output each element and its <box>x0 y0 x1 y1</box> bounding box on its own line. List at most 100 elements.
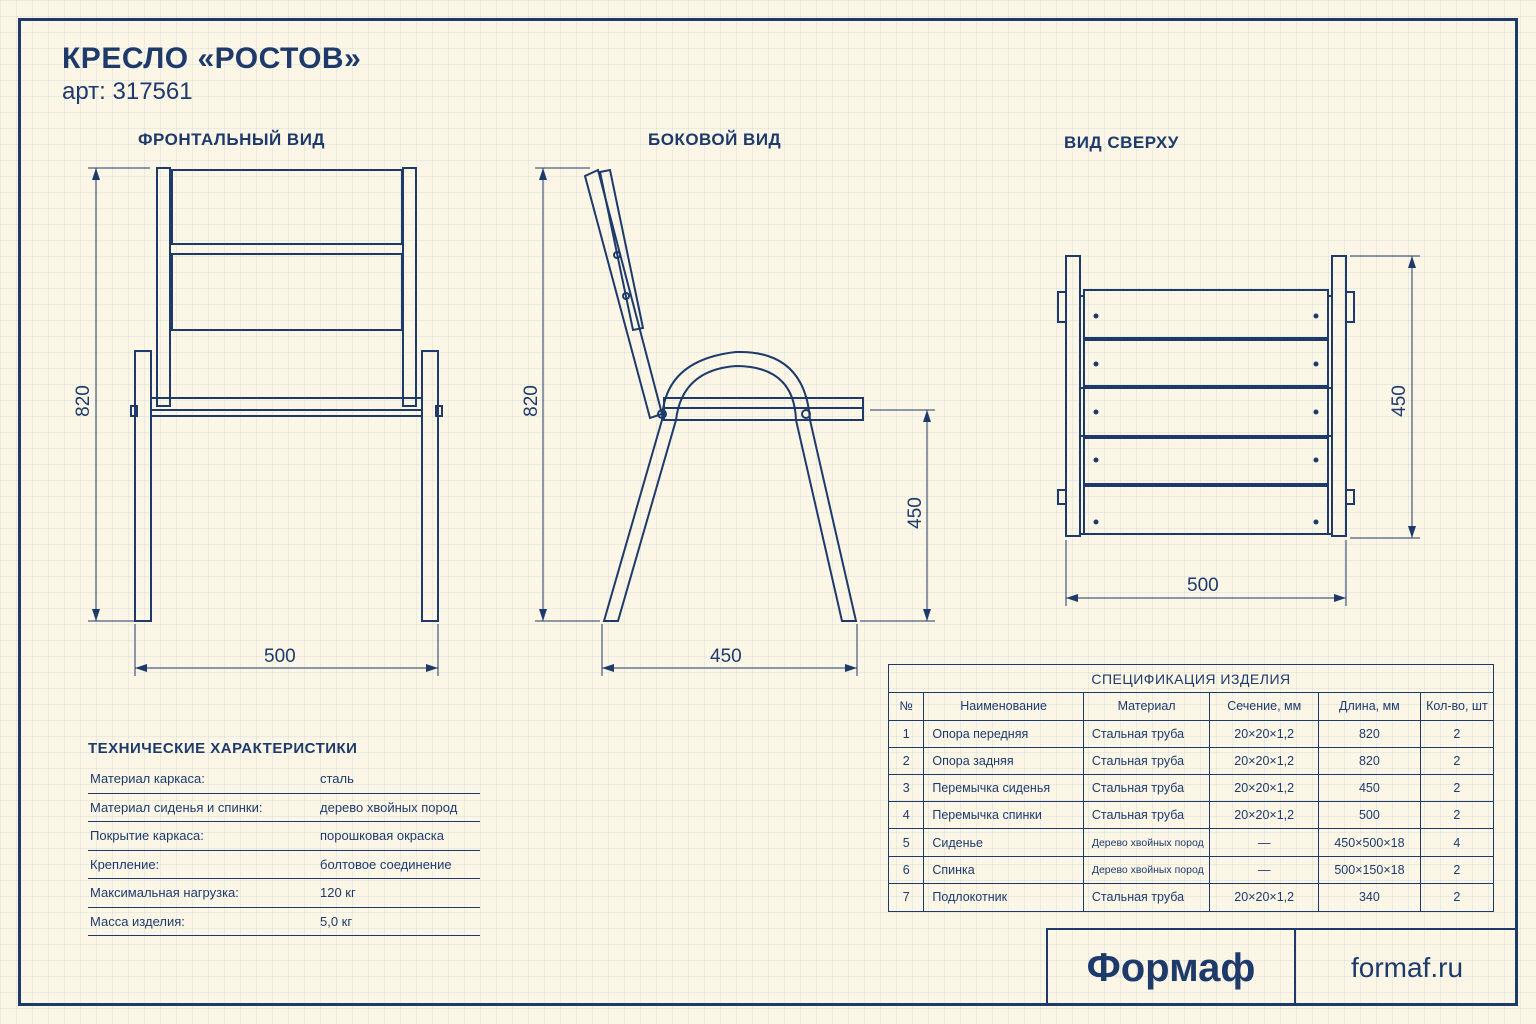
spec-cell: 2 <box>1419 746 1493 776</box>
front-back-slat-bottom <box>171 253 403 331</box>
spec-cell: 20×20×1,2 <box>1209 774 1320 803</box>
tech-value: болтовое соединение <box>320 856 452 872</box>
tech-row: Крепление: болтовое соединение <box>88 851 480 879</box>
spec-cell: 2 <box>1419 855 1493 884</box>
spec-table-box: СПЕЦИФИКАЦИЯ ИЗДЕЛИЯ № Наименование Мате… <box>888 664 1494 912</box>
brand-url[interactable]: formaf.ru <box>1350 952 1464 983</box>
spec-cell: 2 <box>889 746 925 776</box>
spec-cell: Подлокотник <box>923 882 1084 911</box>
top-armrest-right <box>1331 255 1347 537</box>
spec-cell: 20×20×1,2 <box>1209 746 1320 776</box>
spec-cell: 500 <box>1318 801 1421 830</box>
top-width-dim: 500 <box>1187 575 1219 596</box>
tech-row: Покрытие каркаса: порошковая окраска <box>88 822 480 851</box>
article-number: арт: 317561 <box>62 78 193 105</box>
top-armrest-left <box>1065 255 1081 537</box>
brand-logo: Формаф <box>1048 930 1296 1006</box>
spec-cell: Сиденье <box>923 828 1084 857</box>
tech-row: Материал сиденья и спинки: дерево хвойны… <box>88 794 480 822</box>
top-slat-3 <box>1083 387 1329 437</box>
spec-cell: 500×150×18 <box>1318 855 1421 884</box>
tech-value: сталь <box>320 771 354 787</box>
side-back-board <box>598 168 645 332</box>
spec-title: СПЕЦИФИКАЦИЯ ИЗДЕЛИЯ <box>889 665 1493 693</box>
spec-cell: 450×500×18 <box>1318 828 1421 857</box>
tech-key: Масса изделия: <box>90 913 185 929</box>
spec-cell: 5 <box>889 828 925 857</box>
tech-key: Покрытие каркаса: <box>90 828 204 844</box>
spec-cell: 2 <box>1419 774 1493 803</box>
tech-specs-title: ТЕХНИЧЕСКИЕ ХАРАКТЕРИСТИКИ <box>88 740 358 757</box>
spec-cell: 340 <box>1318 882 1421 911</box>
side-seat-height-dim: 450 <box>905 497 926 529</box>
front-width-dim: 500 <box>264 646 296 667</box>
spec-row: 3 Перемычка сиденья Стальная труба 20×20… <box>889 774 1493 803</box>
side-height-dim: 820 <box>521 385 542 417</box>
side-view-drawing <box>535 167 935 676</box>
tech-row: Максимальная нагрузка: 120 кг <box>88 879 480 908</box>
spec-row: 1 Опора передняя Стальная труба 20×20×1,… <box>889 719 1493 748</box>
spec-header-cell: Наименование <box>923 693 1084 721</box>
spec-cell: 2 <box>1419 801 1493 830</box>
spec-cell: Дерево хвойных пород <box>1082 828 1211 857</box>
spec-cell: 2 <box>1419 882 1493 911</box>
front-seat-board <box>150 397 423 411</box>
spec-cell: Опора передняя <box>923 719 1084 748</box>
top-slat-2 <box>1083 339 1329 387</box>
front-back-post-left <box>156 167 171 407</box>
top-slat-5 <box>1083 485 1329 535</box>
top-view-drawing <box>1057 255 1420 606</box>
spec-cell: Спинка <box>923 855 1084 884</box>
tech-key: Крепление: <box>90 856 160 872</box>
front-view-drawing <box>88 167 443 676</box>
spec-cell: Перемычка сиденья <box>923 774 1084 803</box>
spec-header-cell: № <box>889 693 925 721</box>
spec-cell: 6 <box>889 855 925 884</box>
spec-cell: 820 <box>1318 746 1421 776</box>
page-title: КРЕСЛО «РОСТОВ» <box>62 42 362 75</box>
front-back-post-right <box>402 167 417 407</box>
front-view-label: ФРОНТАЛЬНЫЙ ВИД <box>138 130 326 149</box>
spec-cell: Перемычка спинки <box>923 801 1084 830</box>
front-height-dim: 820 <box>73 385 94 417</box>
spec-row: 6 Спинка Дерево хвойных пород — 500×150×… <box>889 855 1493 884</box>
tech-key: Материал каркаса: <box>90 771 205 787</box>
top-view-label: ВИД СВЕРХУ <box>1064 133 1179 152</box>
title-block: Формаф formaf.ru <box>1046 928 1518 1006</box>
spec-cell: 4 <box>889 801 925 830</box>
spec-cell: 3 <box>889 774 925 803</box>
spec-header-cell: Длина, мм <box>1318 693 1421 721</box>
spec-cell: 450 <box>1318 774 1421 803</box>
side-seat-board <box>663 397 864 409</box>
spec-table: № Наименование Материал Сечение, мм Длин… <box>889 693 1493 911</box>
spec-cell: 1 <box>889 719 925 748</box>
tech-key: Максимальная нагрузка: <box>90 885 239 901</box>
spec-header-cell: Сечение, мм <box>1209 693 1320 721</box>
spec-row: 2 Опора задняя Стальная труба 20×20×1,2 … <box>889 746 1493 776</box>
tech-value: 120 кг <box>320 885 356 901</box>
spec-cell: 4 <box>1419 828 1493 857</box>
side-depth-dim: 450 <box>710 646 742 667</box>
spec-cell: Стальная труба <box>1082 774 1211 803</box>
spec-header-cell: Кол-во, шт <box>1419 693 1493 721</box>
spec-cell: Стальная труба <box>1082 746 1211 776</box>
spec-cell: 7 <box>889 882 925 911</box>
spec-cell: 20×20×1,2 <box>1209 801 1320 830</box>
spec-cell: 820 <box>1318 719 1421 748</box>
spec-cell: Стальная труба <box>1082 719 1211 748</box>
spec-cell: 20×20×1,2 <box>1209 882 1320 911</box>
side-leg-frame <box>602 350 858 622</box>
spec-cell: Стальная труба <box>1082 882 1211 911</box>
spec-header-row: № Наименование Материал Сечение, мм Длин… <box>889 693 1493 721</box>
front-leg-left <box>134 350 152 622</box>
drawing-frame <box>18 18 1518 1006</box>
tech-row: Материал каркаса: сталь <box>88 765 480 794</box>
tech-value: порошковая окраска <box>320 828 444 844</box>
tech-row: Масса изделия: 5,0 кг <box>88 908 480 936</box>
tech-key: Материал сиденья и спинки: <box>90 799 263 815</box>
top-slat-1 <box>1083 289 1329 339</box>
front-leg-right <box>421 350 439 622</box>
top-depth-dim: 450 <box>1389 385 1410 417</box>
spec-cell: Опора задняя <box>923 746 1084 776</box>
